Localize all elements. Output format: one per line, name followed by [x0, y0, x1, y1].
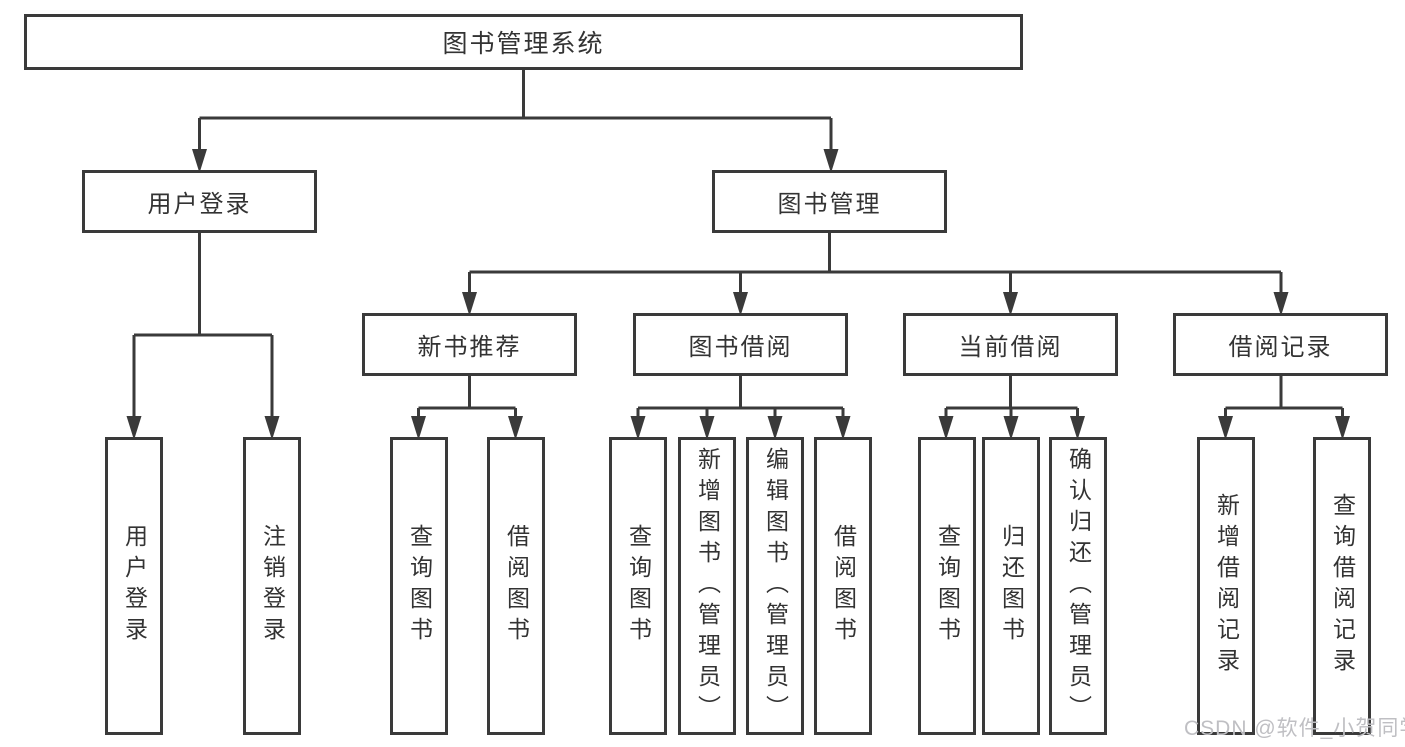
arrow-down-icon: [192, 149, 207, 173]
arrow-down-icon: [1003, 292, 1018, 316]
arrow-down-icon: [1003, 416, 1019, 440]
node-library-management-system: 图书管理系统: [24, 14, 1023, 70]
leaf-label: 查询图书: [406, 524, 433, 648]
leaf-label: 新增图书（管理员）: [694, 446, 721, 726]
leaf-label: 归还图书: [998, 524, 1025, 648]
node-user-login: 用户登录: [82, 170, 317, 233]
arrow-down-icon: [699, 416, 715, 440]
leaf-borrow-query-books: 查询图书: [609, 437, 667, 735]
leaf-label: 查询图书: [625, 524, 652, 648]
arrow-down-icon: [126, 416, 142, 440]
leaf-label: 查询图书: [934, 524, 961, 648]
leaf-add-books-admin: 新增图书（管理员）: [678, 437, 736, 735]
arrow-down-icon: [767, 416, 783, 440]
arrow-down-icon: [462, 292, 477, 316]
leaf-label: 新增借阅记录: [1213, 493, 1240, 679]
leaf-query-borrow-record: 查询借阅记录: [1313, 437, 1371, 735]
arrow-down-icon: [264, 416, 280, 440]
leaf-recommend-query-books: 查询图书: [390, 437, 448, 735]
leaf-return-books: 归还图书: [982, 437, 1040, 735]
arrow-down-icon: [630, 416, 646, 440]
node-book-management: 图书管理: [712, 170, 947, 233]
leaf-user-login: 用户登录: [105, 437, 163, 735]
arrowheads: [126, 149, 1350, 440]
arrow-down-icon: [835, 416, 851, 440]
node-borrow-records: 借阅记录: [1173, 313, 1388, 376]
leaf-label: 查询借阅记录: [1329, 493, 1356, 679]
leaf-label: 用户登录: [121, 524, 148, 648]
leaf-add-borrow-record: 新增借阅记录: [1197, 437, 1255, 735]
arrow-down-icon: [823, 149, 839, 173]
arrow-down-icon: [1070, 416, 1085, 440]
leaf-edit-books-admin: 编辑图书（管理员）: [746, 437, 804, 735]
node-new-book-recommend: 新书推荐: [362, 313, 577, 376]
leaf-recommend-borrow-books: 借阅图书: [487, 437, 545, 735]
leaf-label: 借阅图书: [503, 524, 530, 648]
arrow-down-icon: [938, 416, 954, 440]
leaf-label: 借阅图书: [830, 524, 857, 648]
arrow-down-icon: [411, 416, 426, 440]
node-book-borrow: 图书借阅: [633, 313, 848, 376]
arrow-down-icon: [733, 292, 748, 316]
leaf-confirm-return-admin: 确认归还（管理员）: [1049, 437, 1107, 735]
leaf-label: 编辑图书（管理员）: [762, 446, 789, 726]
arrow-down-icon: [1335, 416, 1350, 440]
arrow-down-icon: [1218, 416, 1233, 440]
leaf-label: 注销登录: [259, 524, 286, 648]
leaf-logout: 注销登录: [243, 437, 301, 735]
arrow-down-icon: [1273, 292, 1289, 316]
leaf-borrow-books: 借阅图书: [814, 437, 872, 735]
leaf-current-query-books: 查询图书: [918, 437, 976, 735]
node-current-borrow: 当前借阅: [903, 313, 1118, 376]
arrow-down-icon: [508, 416, 523, 440]
leaf-label: 确认归还（管理员）: [1065, 446, 1092, 726]
